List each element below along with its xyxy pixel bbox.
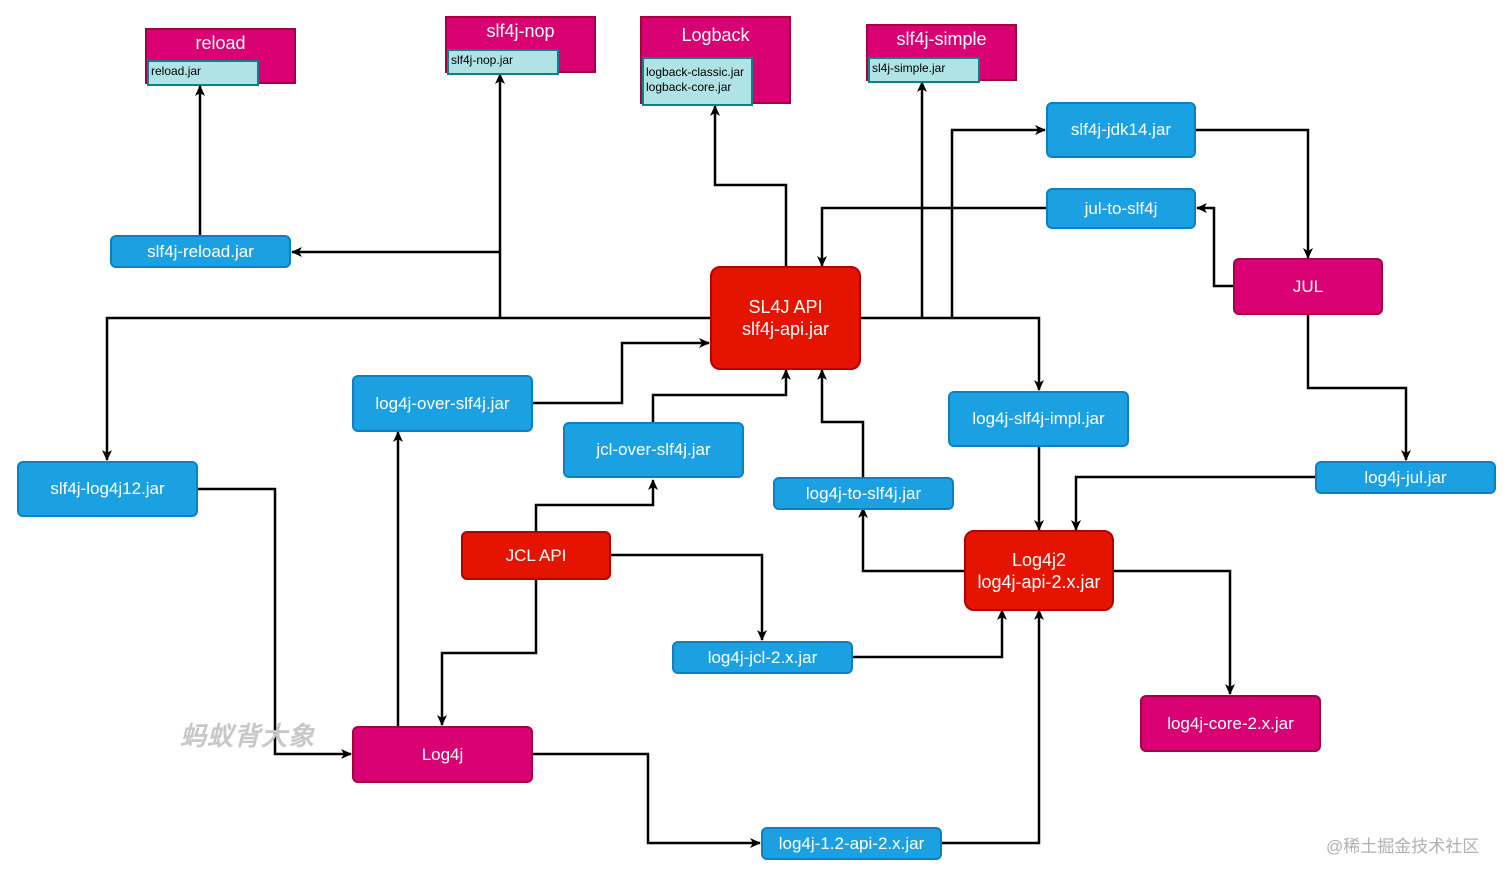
package-slf4j-simple: slf4j-simple sl4j-simple.jar xyxy=(866,24,1017,83)
edge-12api-to-log4j2 xyxy=(941,609,1044,845)
edge-bridge-to-api xyxy=(817,206,1047,267)
jar-logback: logback-classic.jar logback-core.jar xyxy=(642,57,753,106)
node-slf4j-jdk14: slf4j-jdk14.jar xyxy=(1046,102,1196,158)
package-logback: Logback logback-classic.jar logback-core… xyxy=(640,16,791,106)
edge-log4jto-to-api xyxy=(817,369,865,478)
node-log4j: Log4j xyxy=(352,726,533,783)
edge-api-to-impl xyxy=(859,316,1044,391)
edge-over-to-api xyxy=(532,338,710,405)
jar-slf4j-nop: slf4j-nop.jar xyxy=(447,49,559,75)
edge-log4j2-to-core xyxy=(1113,569,1235,695)
node-slf4j-api: SL4J API slf4j-api.jar xyxy=(710,266,861,370)
watermark-author: 蚂蚁背大象 xyxy=(180,721,316,751)
node-log4j-jul: log4j-jul.jar xyxy=(1315,461,1496,494)
node-slf4j-reload-jar: slf4j-reload.jar xyxy=(110,235,291,268)
node-jcl-api: JCL API xyxy=(461,531,611,580)
node-jul: JUL xyxy=(1233,258,1383,315)
log4j2-jar: log4j-api-2.x.jar xyxy=(977,571,1101,592)
log4j2-title: Log4j2 xyxy=(1011,549,1067,570)
edge-api-to-jdk14 xyxy=(950,125,1046,318)
node-log4j-over-slf4j: log4j-over-slf4j.jar xyxy=(352,375,533,432)
edge-log4jjul-to-log4j2 xyxy=(1071,475,1316,531)
edge-jul-to-bridge xyxy=(1196,203,1234,288)
edge-log4j2-to-log4jto xyxy=(858,507,965,573)
package-reload-title: reload xyxy=(195,33,246,53)
edge-jul-to-log4jjul xyxy=(1306,313,1411,461)
edge-log4j12-to-log4j xyxy=(197,487,352,759)
edge-jcl-over-to-api xyxy=(651,369,791,422)
watermark-site: @稀土掘金技术社区 xyxy=(1326,837,1480,856)
jar-logback-classic: logback-classic.jar xyxy=(646,65,745,79)
edge-api-to-log4j12 xyxy=(102,316,711,461)
package-slf4j-nop: slf4j-nop slf4j-nop.jar xyxy=(445,16,596,75)
node-log4j-12-api: log4j-1.2-api-2.x.jar xyxy=(761,827,942,860)
node-jcl-over-slf4j: jcl-over-slf4j.jar xyxy=(563,422,744,478)
jar-slf4j-simple: sl4j-simple.jar xyxy=(868,57,980,83)
node-log4j-slf4j-impl: log4j-slf4j-impl.jar xyxy=(948,391,1129,447)
edge-jcl-to-jcl-over xyxy=(534,479,658,531)
node-log4j-jcl: log4j-jcl-2.x.jar xyxy=(672,641,853,674)
node-log4j2: Log4j2 log4j-api-2.x.jar xyxy=(964,530,1114,611)
edge-log4j-to-12api xyxy=(532,752,761,848)
edge-api-to-logback xyxy=(710,105,788,268)
package-nop-title: slf4j-nop xyxy=(486,21,555,41)
slf4j-api-jar: slf4j-api.jar xyxy=(741,319,830,339)
node-jul-to-slf4j: jul-to-slf4j xyxy=(1046,188,1196,229)
package-simple-title: slf4j-simple xyxy=(896,29,987,49)
edge-jcl-to-log4jjcl xyxy=(610,553,767,641)
jar-reload: reload.jar xyxy=(147,60,259,86)
package-logback-title: Logback xyxy=(681,25,750,45)
edge-jdk14-to-jul xyxy=(1195,128,1313,259)
node-log4j-core: log4j-core-2.x.jar xyxy=(1140,695,1321,752)
jar-logback-core: logback-core.jar xyxy=(646,80,732,94)
node-slf4j-log4j12: slf4j-log4j12.jar xyxy=(17,461,198,517)
package-reload: reload reload.jar xyxy=(145,28,296,86)
slf4j-api-title: SL4J API xyxy=(748,297,823,317)
node-log4j-to-slf4j: log4j-to-slf4j.jar xyxy=(773,477,954,510)
edge-log4jjcl-to-log4j2 xyxy=(852,609,1007,659)
edge-jcl-to-log4j xyxy=(437,579,538,726)
